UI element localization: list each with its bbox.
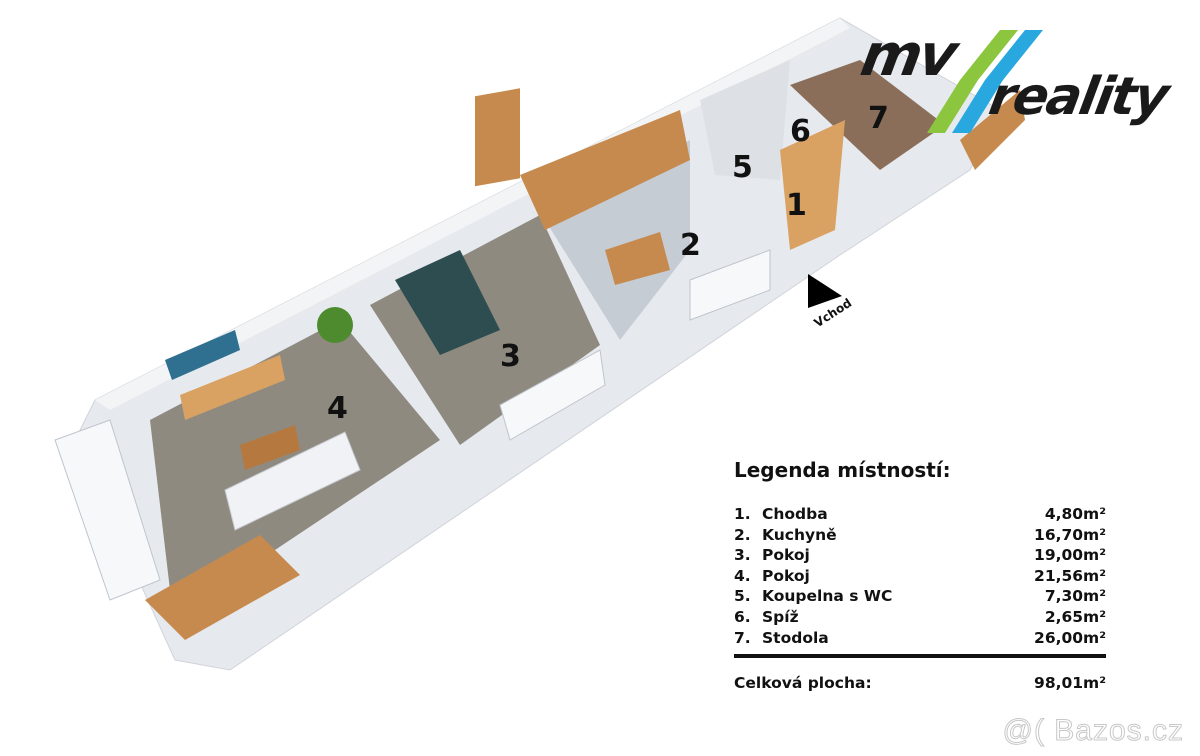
watermark: @( Bazos.cz <box>1002 714 1184 748</box>
room-number: 5. <box>734 587 751 606</box>
room-label-3: 3 <box>500 339 521 374</box>
room-label-2: 2 <box>680 228 701 263</box>
legend-row: 3. Pokoj 19,00m² <box>734 545 1106 566</box>
door <box>780 120 845 250</box>
room-area: 19,00m² <box>1034 546 1106 565</box>
room-name: Pokoj <box>762 566 810 585</box>
room-label-1: 1 <box>786 188 807 223</box>
room-number: 3. <box>734 546 751 565</box>
room-area: 26,00m² <box>1034 628 1106 647</box>
bed <box>395 250 500 355</box>
room-name: Stodola <box>762 628 829 647</box>
room-name: Spíž <box>762 607 799 626</box>
total-label: Celková plocha: <box>734 674 872 693</box>
room-area: 21,56m² <box>1034 566 1106 585</box>
room-area: 2,65m² <box>1044 607 1106 626</box>
window <box>54 419 161 601</box>
legend-row: 7. Stodola 26,00m² <box>734 628 1106 649</box>
window <box>499 349 606 441</box>
room-name: Chodba <box>762 505 828 523</box>
sofa <box>224 431 361 531</box>
wardrobe <box>475 88 520 187</box>
legend-row: 4. Pokoj 21,56m² <box>734 566 1106 587</box>
legend-row: 2. Kuchyně 16,70m² <box>734 525 1106 546</box>
back-wall <box>95 18 850 410</box>
room-legend: Legenda místností: 1. Chodba 4,80m² 2. Kuch… <box>734 458 1106 692</box>
coffee-table <box>240 425 300 470</box>
room-label-6: 6 <box>790 114 811 149</box>
sideboard <box>145 535 300 640</box>
room-number: 2. <box>734 525 751 544</box>
window <box>689 249 771 321</box>
logo-stripes-icon <box>927 30 1043 133</box>
room-number: 1. <box>734 505 751 523</box>
legend-row: 5. Koupelna s WC 7,30m² <box>734 586 1106 607</box>
legend-divider <box>734 654 1106 659</box>
company-logo: mv reality <box>856 21 1172 135</box>
legend-row: 6. Spíž 2,65m² <box>734 607 1106 628</box>
legend-title: Legenda místností: <box>734 458 951 482</box>
room-area: 16,70m² <box>1034 525 1106 544</box>
room-name: Kuchyně <box>762 525 837 544</box>
logo-mv: mv <box>856 21 961 89</box>
legend-total: Celková plocha: 98,01m² <box>734 674 1106 692</box>
tv-stand <box>180 355 285 420</box>
room-area: 4,80m² <box>1044 505 1106 523</box>
room-number: 6. <box>734 607 751 626</box>
room-2-floor <box>545 140 690 340</box>
room-number: 7. <box>734 628 751 647</box>
dining-table <box>605 232 670 285</box>
total-area: 98,01m² <box>1034 674 1106 693</box>
room-5-floor <box>700 60 790 180</box>
room-number: 4. <box>734 566 751 585</box>
room-7-floor <box>790 60 945 170</box>
entry-arrow-icon <box>808 274 842 308</box>
room-label-7: 7 <box>868 101 889 136</box>
door <box>960 90 1025 170</box>
room-label-4: 4 <box>327 391 348 426</box>
kitchen-cabinets <box>520 110 690 230</box>
logo-reality: reality <box>984 67 1172 127</box>
legend-row: 1. Chodba 4,80m² <box>734 504 1106 525</box>
plant <box>317 307 353 343</box>
room-name: Pokoj <box>762 546 810 565</box>
room-label-5: 5 <box>732 150 753 185</box>
tv <box>165 330 240 380</box>
room-area: 7,30m² <box>1044 587 1106 606</box>
room-name: Koupelna s WC <box>762 587 893 606</box>
